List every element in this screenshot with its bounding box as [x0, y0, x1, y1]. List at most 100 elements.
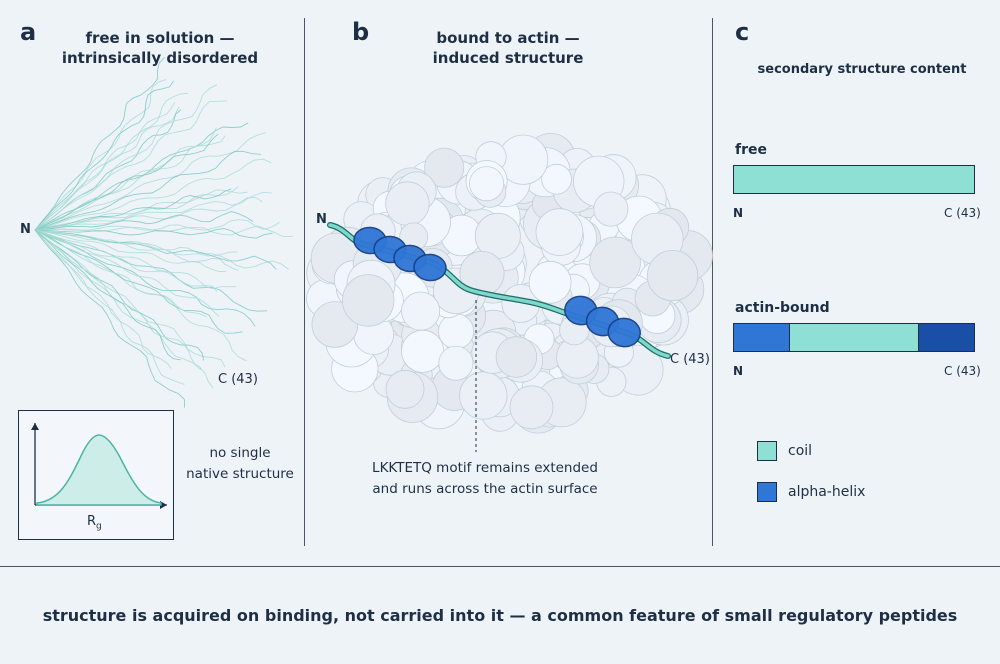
panel-a-letter: a: [20, 18, 37, 46]
conformer-trace: [34, 186, 239, 231]
conformer-trace: [34, 191, 272, 231]
conformer-trace: [34, 211, 254, 231]
conformer-trace: [34, 188, 232, 231]
conformer-trace: [34, 229, 185, 408]
surface-bead: [495, 336, 538, 378]
conformer-trace: [34, 219, 280, 231]
free-bar-label: free: [735, 142, 767, 158]
bar-segment-helix: [734, 324, 789, 351]
panel-a-n-label: N: [20, 222, 31, 237]
surface-bead: [424, 147, 465, 188]
alpha-helix-2: [607, 317, 641, 348]
panel-b-c-label: C (43): [670, 352, 710, 367]
conformer-trace: [34, 80, 175, 231]
panel-a-note-line2: native structure: [186, 466, 294, 482]
surface-bead: [385, 181, 430, 226]
panel-b-letter: b: [352, 18, 370, 46]
bound-structure-bar: [733, 323, 975, 352]
disordered-ensemble: [34, 56, 293, 408]
conformer-trace: [34, 229, 277, 270]
conformer-trace: [34, 79, 167, 231]
divider-bc: [712, 18, 713, 546]
panel-c-title: secondary structure content: [757, 62, 967, 77]
surface-bead: [535, 208, 584, 256]
conformer-trace: [34, 100, 228, 231]
bound-bar-label: actin-bound: [735, 300, 830, 316]
conformer-trace: [34, 133, 219, 231]
free-bar-n-label: N: [733, 206, 744, 220]
legend-helix-swatch: [757, 482, 777, 502]
surface-bead: [438, 345, 474, 381]
conformer-trace: [34, 229, 181, 361]
surface-bead: [459, 371, 508, 420]
conformer-trace: [34, 229, 207, 318]
rg-distribution-plot: [31, 423, 167, 509]
conformer-trace: [34, 150, 262, 231]
conformer-trace: [34, 229, 226, 368]
surface-bead: [528, 260, 572, 304]
conformer-trace: [34, 229, 268, 312]
panel-b-caption-line1: LKKTETQ motif remains extended: [372, 460, 598, 476]
rg-axis-label-main: R: [87, 514, 97, 529]
conformer-trace: [34, 92, 189, 231]
footer: structure is acquired on binding, not ca…: [0, 566, 1000, 664]
bound-bar-n-label: N: [733, 364, 744, 378]
conformer-trace: [34, 229, 205, 361]
panel-a-c-label: C (43): [218, 372, 258, 387]
conformer-trace: [34, 229, 220, 317]
conformer-trace: [34, 132, 266, 231]
conformer-trace: [34, 158, 272, 231]
panel-b-title-line1: bound to actin —: [436, 29, 580, 47]
conformer-trace: [34, 229, 239, 271]
free-bar-c-label: C (43): [944, 206, 981, 220]
surface-bead: [385, 369, 425, 409]
bar-segment-coil: [734, 166, 974, 193]
conformer-trace: [34, 56, 165, 231]
divider-ab: [304, 18, 305, 546]
panel-b-title: bound to actin — induced structure: [388, 28, 628, 68]
surface-bead: [593, 191, 629, 227]
surface-bead: [401, 291, 441, 331]
conformer-trace: [34, 229, 237, 290]
panel-b-caption-line2: and runs across the actin surface: [372, 481, 598, 497]
conformer-trace: [34, 106, 180, 231]
legend-helix-label: alpha-helix: [788, 484, 866, 500]
bar-segment-helix_dark: [918, 324, 974, 351]
panel-b-n-label: N: [316, 212, 327, 227]
panel-a-title: free in solution — intrinsically disorde…: [40, 28, 280, 68]
conformer-trace: [34, 196, 263, 231]
rg-axis-label: Rg: [87, 514, 102, 532]
conformer-trace: [34, 229, 218, 292]
free-structure-bar: [733, 165, 975, 194]
conformer-trace: [34, 127, 217, 231]
rg-axis-label-sub: g: [96, 521, 102, 532]
surface-bead: [342, 274, 395, 327]
rg-inset: Rg: [18, 410, 174, 540]
rg-distribution-curve: [36, 434, 162, 506]
surface-bead: [438, 313, 475, 350]
panel-b-caption: LKKTETQ motif remains extended and runs …: [350, 458, 620, 500]
conformer-trace: [34, 229, 185, 385]
surface-bead: [541, 163, 572, 195]
conformer-trace: [34, 229, 256, 327]
conformer-trace: [34, 229, 202, 371]
conformer-trace: [34, 229, 243, 334]
surface-bead: [589, 236, 641, 289]
panel-c-letter: c: [735, 18, 750, 46]
surface-bead: [469, 166, 505, 202]
panel-a-title-line1: free in solution —: [85, 29, 235, 47]
panel-b-title-line2: induced structure: [432, 49, 584, 67]
panel-a-note: no single native structure: [180, 443, 300, 485]
surface-bead: [509, 385, 554, 430]
surface-bead: [401, 329, 445, 373]
actin-surface: [306, 133, 713, 434]
bound-bar-c-label: C (43): [944, 364, 981, 378]
conformer-trace: [34, 229, 214, 389]
conformer-trace: [34, 228, 273, 239]
surface-bead: [646, 250, 699, 302]
panel-a-note-line1: no single: [209, 445, 271, 461]
conformer-trace: [34, 229, 227, 272]
bar-segment-coil: [788, 324, 919, 351]
legend-coil-label: coil: [788, 443, 813, 459]
